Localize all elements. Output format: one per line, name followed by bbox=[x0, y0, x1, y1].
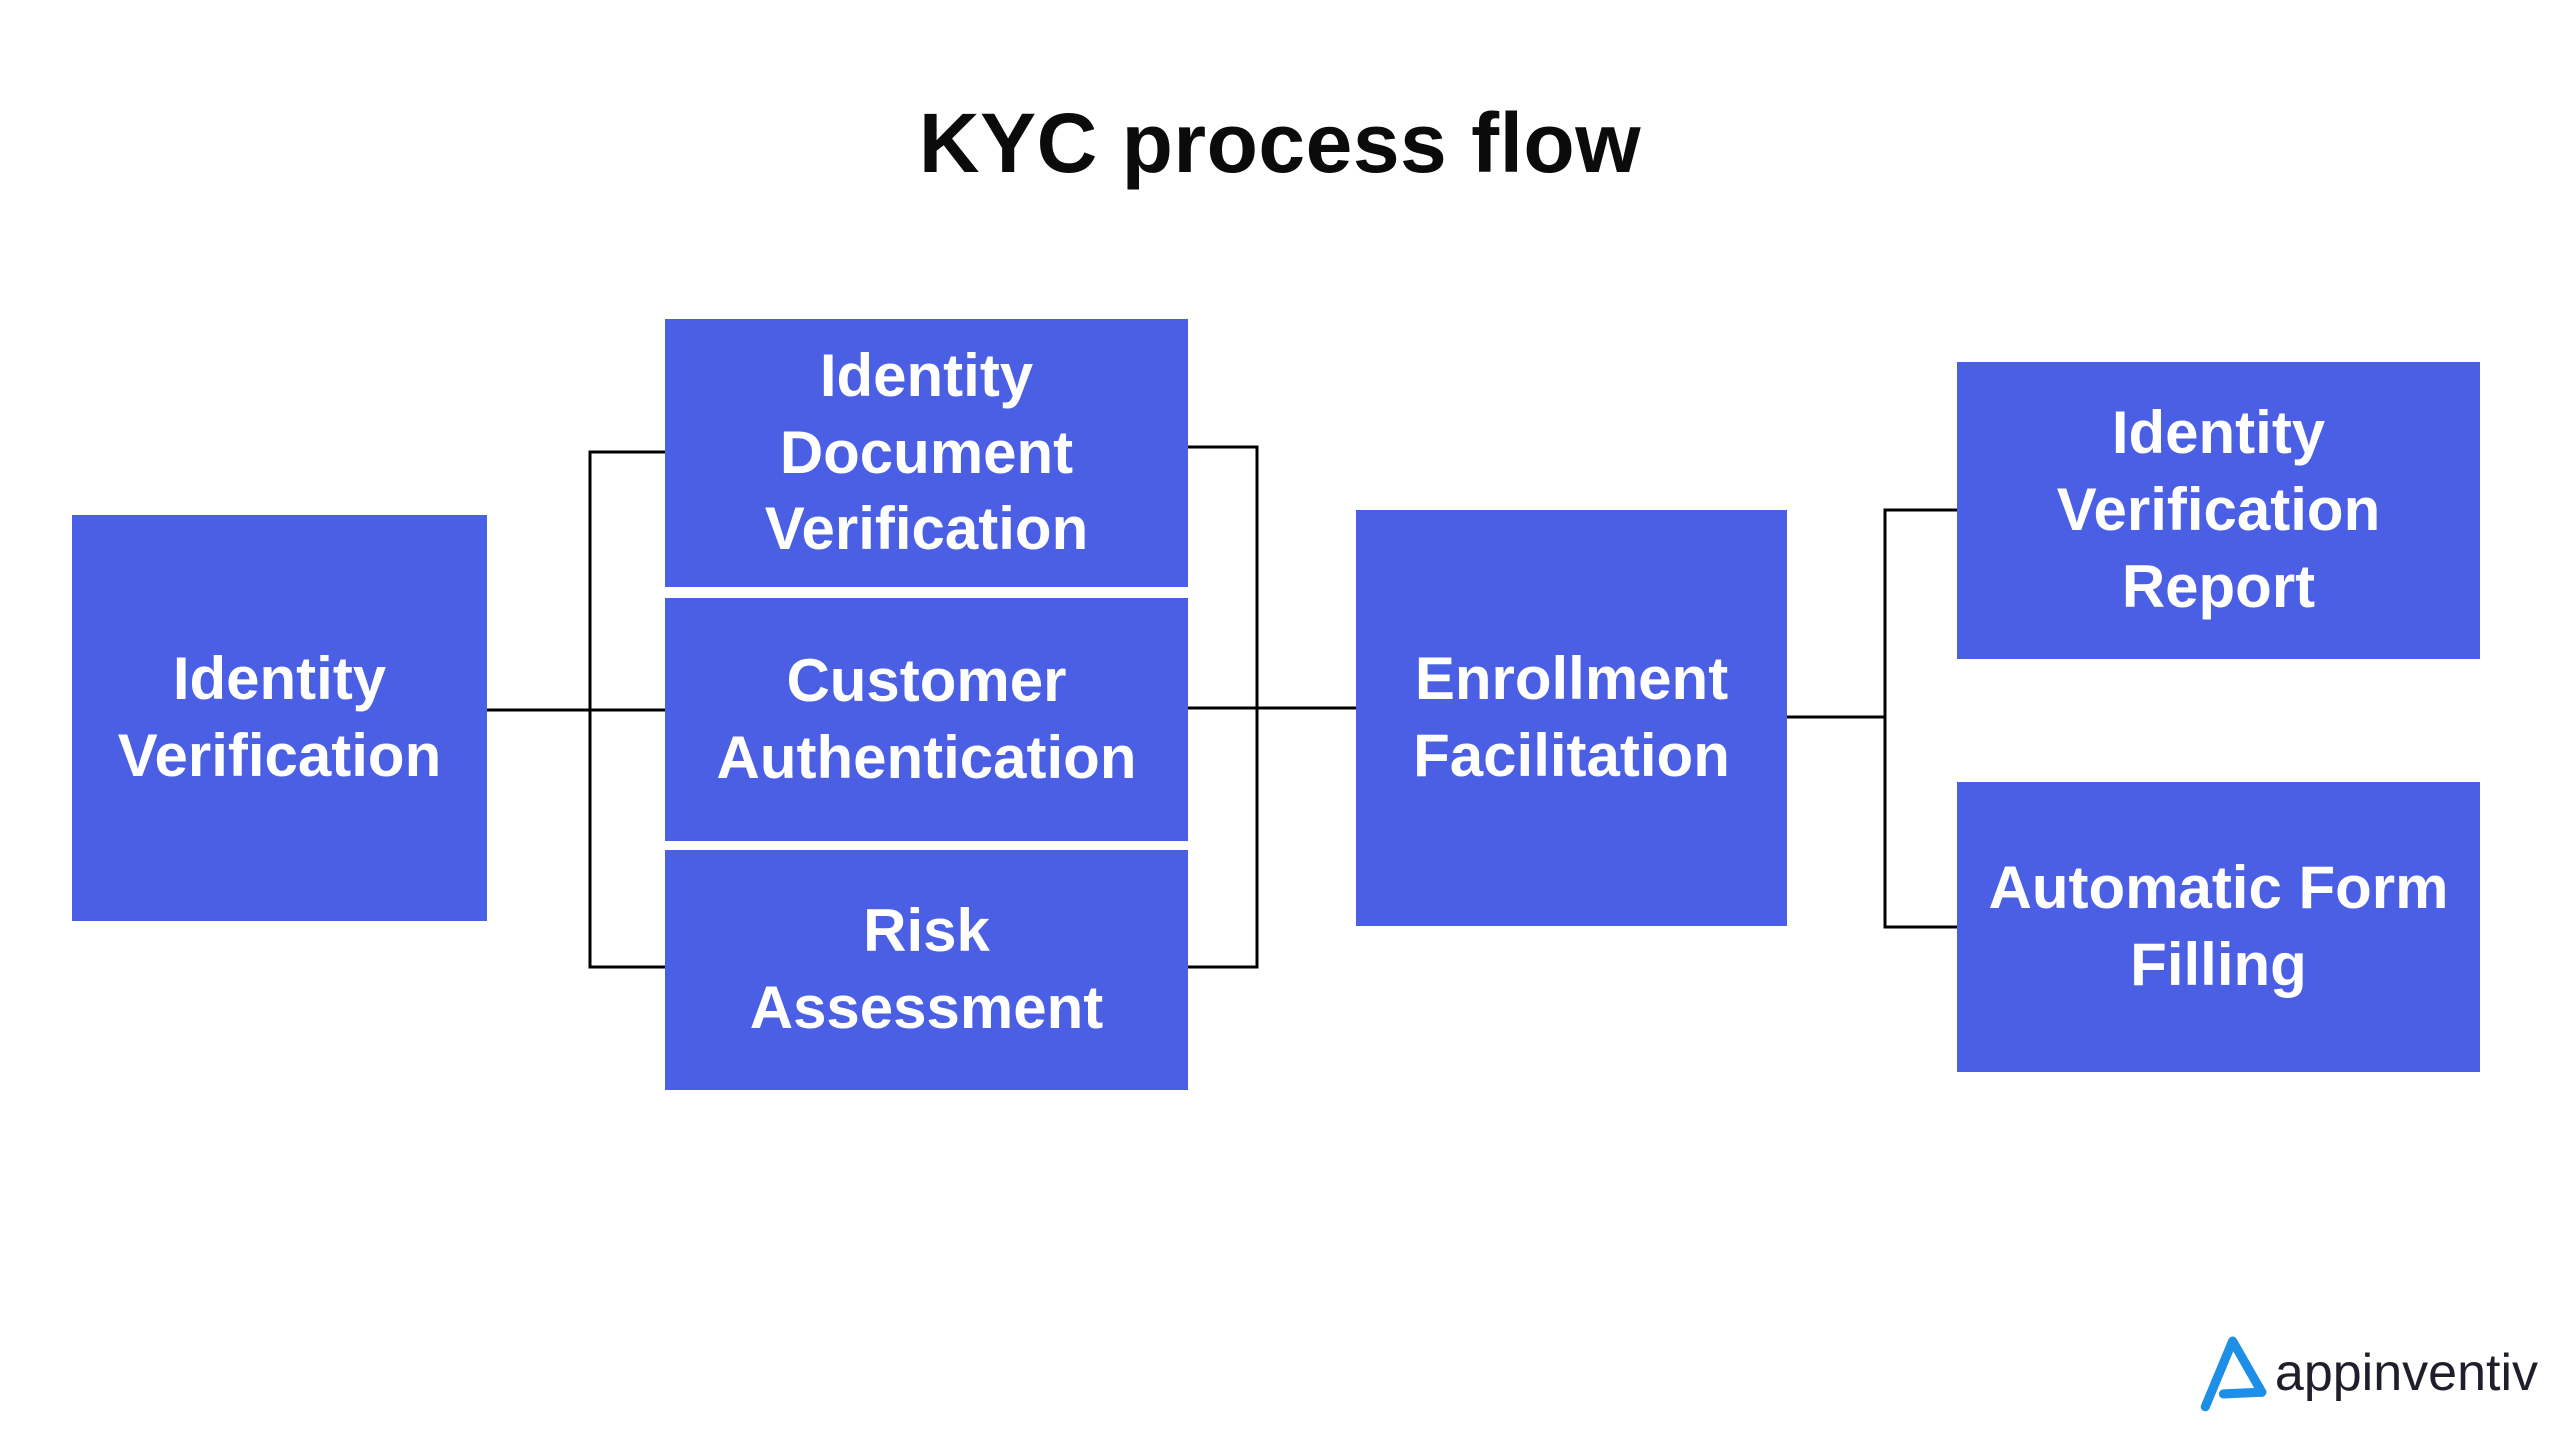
connector-branch-left-bracket bbox=[588, 450, 665, 969]
node-label: Customer Authentication bbox=[716, 646, 1137, 791]
node-label: Identity Verification Report bbox=[2056, 399, 2381, 620]
node-identity-verification-report: Identity Verification Report bbox=[1957, 362, 2480, 659]
node-label: Automatic Form Filling bbox=[1988, 854, 2449, 998]
node-enrollment-facilitation: Enrollment Facilitation bbox=[1356, 510, 1787, 926]
node-identity-document-verification: Identity Document Verification bbox=[665, 319, 1188, 587]
node-label: Enrollment Facilitation bbox=[1413, 645, 1730, 789]
node-identity-verification: Identity Verification bbox=[72, 515, 487, 921]
node-label: Identity Verification bbox=[117, 645, 442, 789]
brand-logo: appinventiv bbox=[2198, 1328, 2538, 1418]
connector-outputs-bracket bbox=[1883, 508, 1957, 929]
node-label: Identity Document Verification bbox=[764, 341, 1089, 563]
node-automatic-form-filling: Automatic Form Filling bbox=[1957, 782, 2480, 1072]
page-title: KYC process flow bbox=[918, 96, 1642, 190]
node-customer-authentication: Customer Authentication bbox=[665, 598, 1188, 841]
appinventiv-a-logo-icon bbox=[2200, 1336, 2267, 1412]
node-label: Risk Assessment bbox=[749, 897, 1104, 1041]
brand-name: appinventiv bbox=[2274, 1344, 2538, 1402]
node-risk-assessment: Risk Assessment bbox=[665, 850, 1188, 1090]
